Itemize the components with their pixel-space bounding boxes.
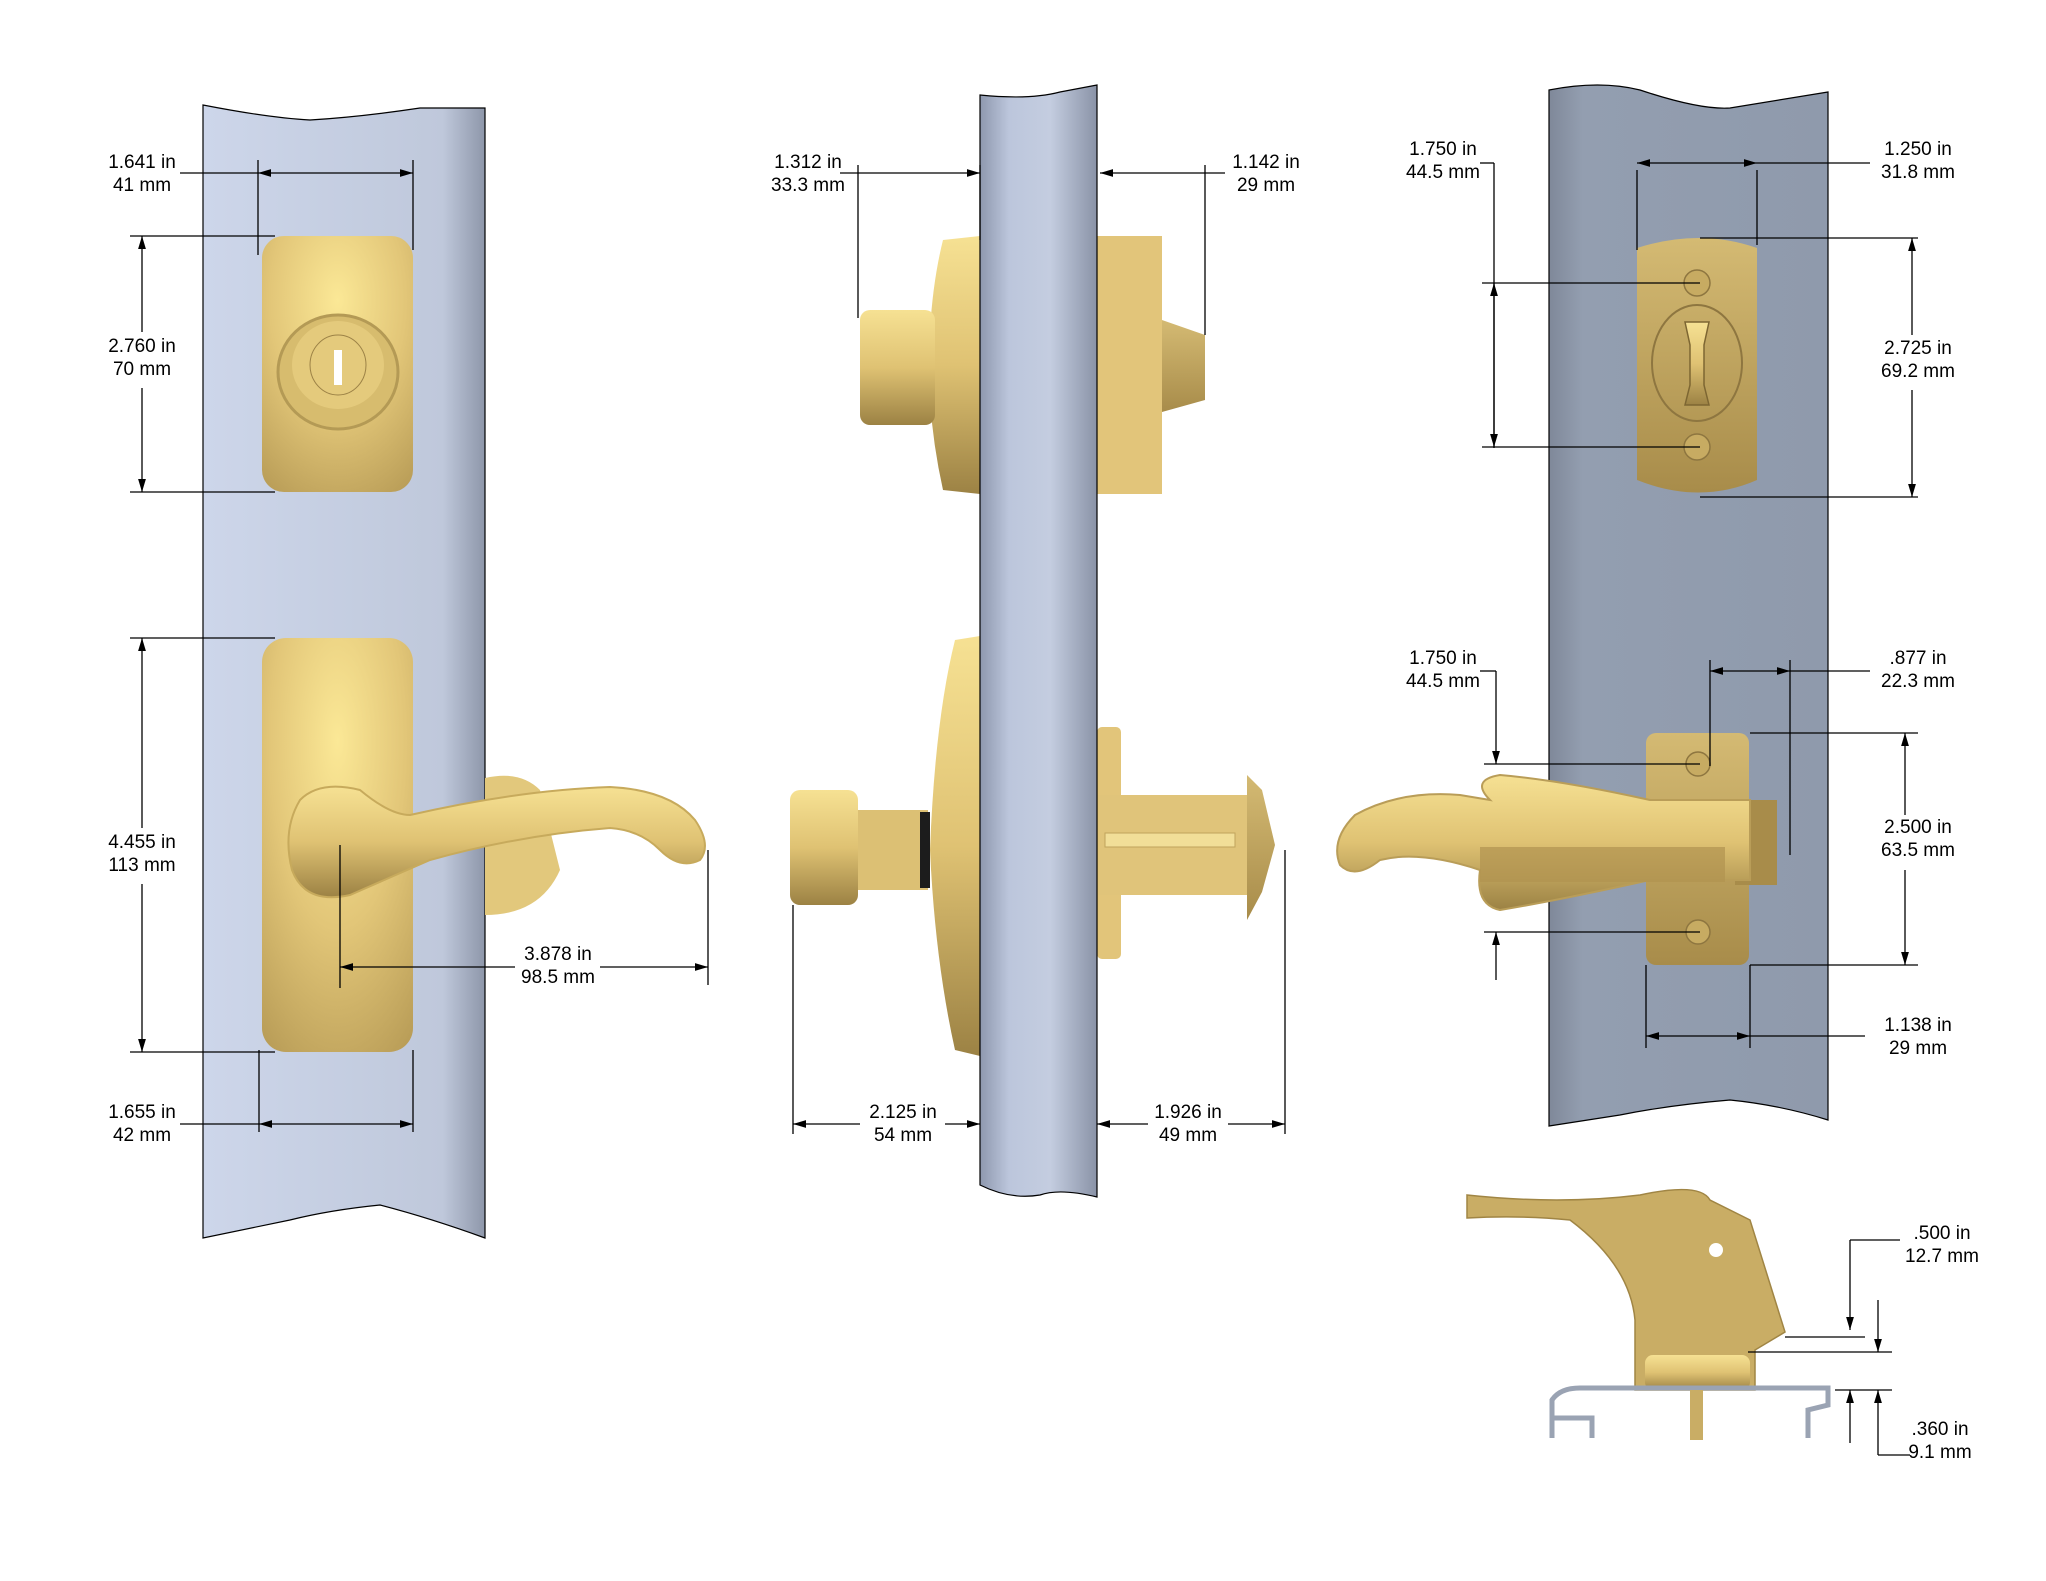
dim-latch-bolt-offset: .877 in 22.3 mm [1881, 647, 1955, 693]
dim-inches: 1.750 in [1409, 139, 1477, 160]
dim-mm: 70 mm [112, 359, 172, 380]
side-view-deadbolt [860, 236, 1205, 494]
dim-inches: 2.500 in [1884, 817, 1952, 838]
dim-inches: 1.138 in [1884, 1015, 1952, 1036]
dim-mm: 12.7 mm [1905, 1246, 1979, 1267]
dim-mm: 54 mm [873, 1125, 933, 1146]
dim-mm: 41 mm [112, 175, 172, 196]
side-view-latch [790, 636, 1275, 1056]
dim-inches: .360 in [1911, 1419, 1969, 1440]
dim-latch-clearance: .500 in 12.7 mm [1905, 1222, 1979, 1268]
dim-mm: 22.3 mm [1881, 671, 1955, 692]
dim-latch-screw-spacing: 1.750 in 44.5 mm [1406, 647, 1480, 693]
dim-frame-offset: .360 in 9.1 mm [1908, 1418, 1971, 1464]
dim-mm: 63.5 mm [1881, 840, 1955, 861]
dim-inches: 1.142 in [1232, 152, 1300, 173]
dim-keyplate-height: 2.760 in 70 mm [108, 335, 176, 381]
dim-mm: 31.8 mm [1881, 162, 1955, 183]
dim-inches: 2.725 in [1884, 338, 1952, 359]
dim-inches: 2.125 in [869, 1102, 937, 1123]
dim-inches: .500 in [1913, 1223, 1971, 1244]
dim-thumbturn-plate-width: 1.250 in 31.8 mm [1881, 138, 1955, 184]
dim-keyplate-width: 1.641 in 41 mm [108, 151, 176, 197]
dim-deadbolt-int-projection: 1.142 in 29 mm [1232, 151, 1300, 197]
middle-door-stile [979, 84, 1098, 1198]
dim-thumbturn-screw-spacing: 1.750 in 44.5 mm [1406, 138, 1480, 184]
dim-thumbturn-plate-height: 2.725 in 69.2 mm [1881, 337, 1955, 383]
lever-handle [287, 785, 706, 899]
dim-lever-reach: 3.878 in 98.5 mm [521, 943, 595, 989]
dim-inches: .877 in [1889, 648, 1947, 669]
dim-mm: 42 mm [112, 1125, 172, 1146]
dim-mm: 44.5 mm [1406, 162, 1480, 183]
dim-lever-plate-width: 1.655 in 42 mm [108, 1101, 176, 1147]
dim-mm: 44.5 mm [1406, 671, 1480, 692]
dim-inches: 4.455 in [108, 832, 176, 853]
dim-inches: 1.641 in [108, 152, 176, 173]
dim-inches: 1.312 in [774, 152, 842, 173]
interior-latch [1336, 733, 1777, 965]
dim-mm: 98.5 mm [521, 967, 595, 988]
latch-profile-view [1466, 1188, 1831, 1440]
dim-handle-int-projection: 1.926 in 49 mm [1154, 1101, 1222, 1147]
dim-inches: 1.250 in [1884, 139, 1952, 160]
keyed-deadbolt-plate [262, 236, 413, 492]
dim-mm: 29 mm [1888, 1038, 1948, 1059]
dim-handle-ext-projection: 2.125 in 54 mm [869, 1101, 937, 1147]
dimension-lines [130, 159, 1918, 1456]
dim-mm: 113 mm [108, 855, 176, 876]
thumbturn-plate [1637, 238, 1757, 493]
dim-inches: 1.750 in [1409, 648, 1477, 669]
dim-latch-plate-height: 2.500 in 63.5 mm [1881, 816, 1955, 862]
dim-deadbolt-ext-projection: 1.312 in 33.3 mm [771, 151, 845, 197]
dim-mm: 29 mm [1236, 175, 1296, 196]
dim-inches: 1.655 in [108, 1102, 176, 1123]
dim-lever-plate-height: 4.455 in 113 mm [108, 831, 176, 877]
dim-inches: 1.926 in [1154, 1102, 1222, 1123]
dim-mm: 69.2 mm [1881, 361, 1955, 382]
thumbturn-knob [1684, 321, 1710, 406]
lever-handle-plate [262, 638, 706, 1052]
dim-inches: 3.878 in [524, 944, 592, 965]
dim-inches: 2.760 in [108, 336, 176, 357]
keyhole-icon [334, 350, 342, 385]
dim-mm: 49 mm [1158, 1125, 1218, 1146]
dim-mm: 33.3 mm [771, 175, 845, 196]
dim-mm: 9.1 mm [1908, 1442, 1972, 1463]
dim-latch-plate-width: 1.138 in 29 mm [1884, 1014, 1952, 1060]
